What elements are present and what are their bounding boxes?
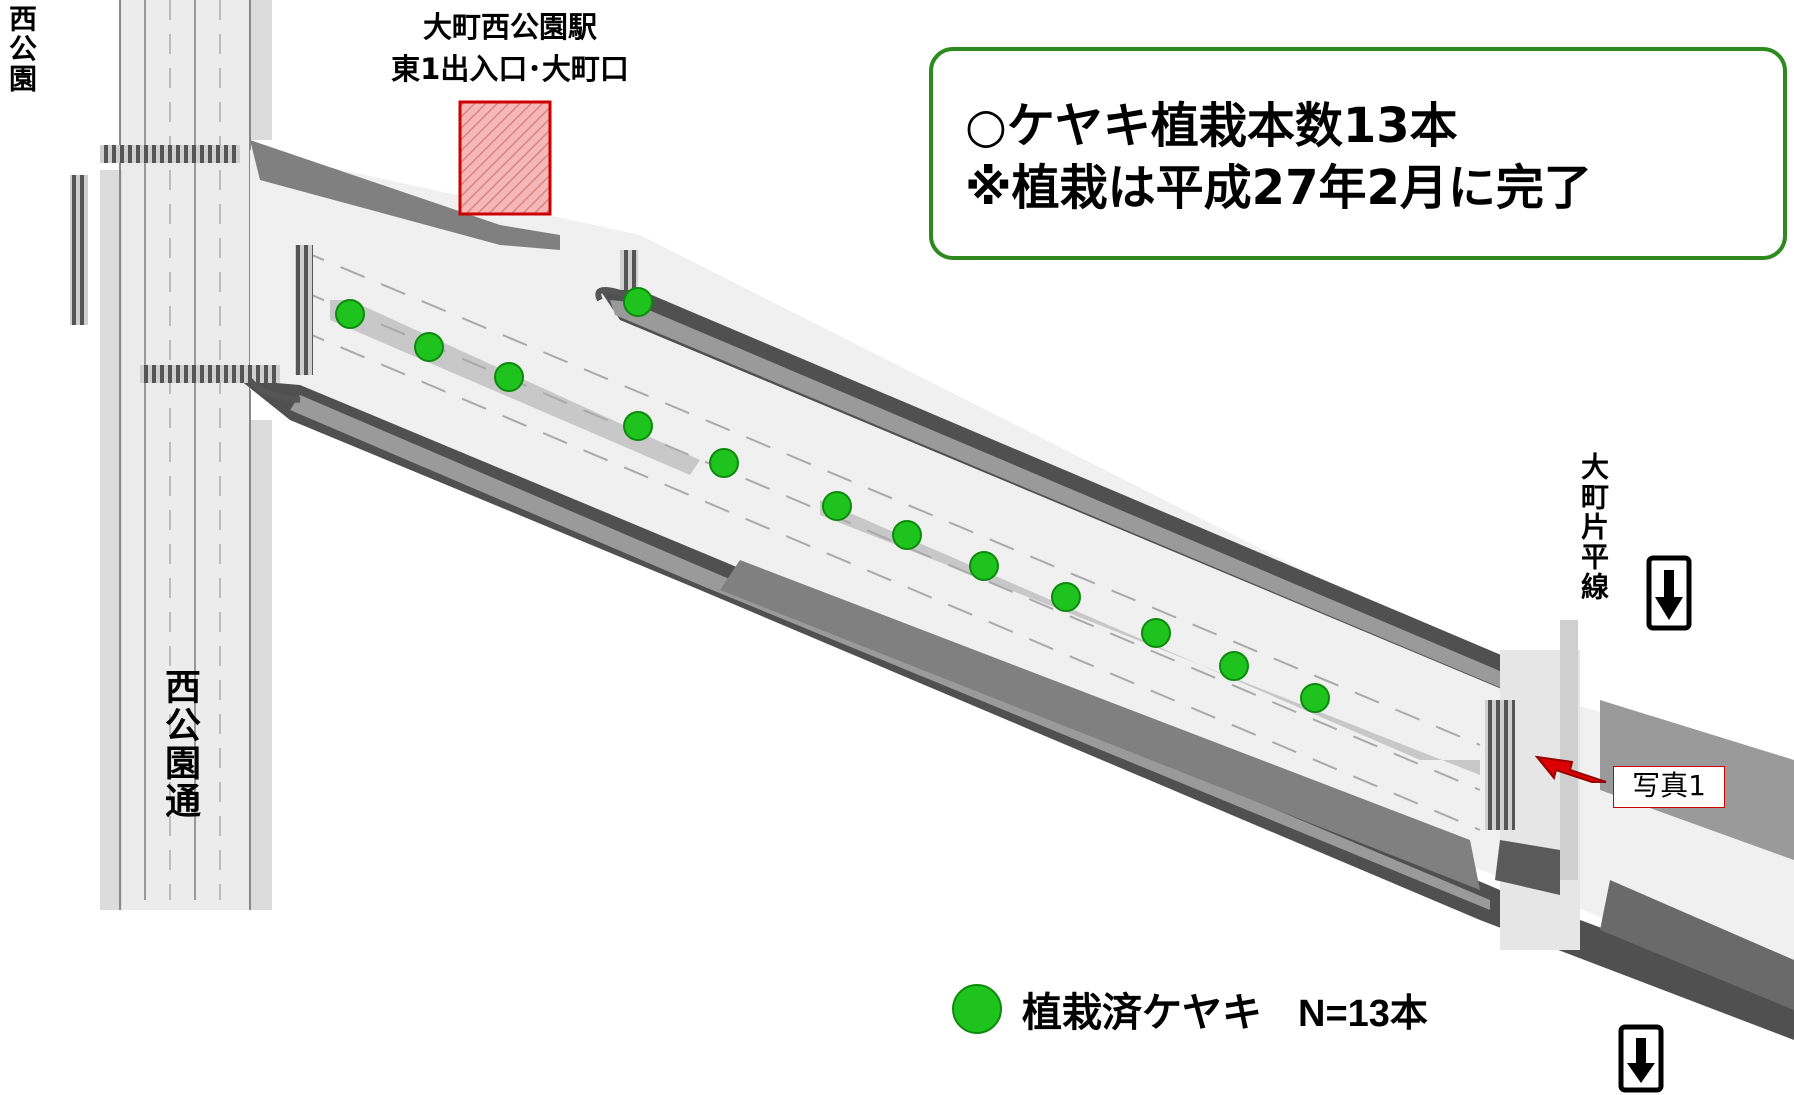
station-exit-label: 大町西公園駅 東1出入口･大町口 (345, 6, 675, 90)
legend-text: 植栽済ケヤキ (1022, 990, 1262, 1036)
legend: 植栽済ケヤキ N=13本 (952, 980, 1428, 1038)
keyaki-tree-marker (335, 299, 365, 329)
station-exit-marker (458, 100, 552, 216)
exit-name: 東1出入口･大町口 (391, 52, 629, 86)
katahira-line-label: 大町片平線 (1577, 452, 1610, 602)
intersection-crosswalks (70, 140, 642, 403)
keyaki-tree-marker (623, 287, 653, 317)
info-box: ○ケヤキ植栽本数13本 ※植栽は平成27年2月に完了 (929, 47, 1787, 260)
keyaki-tree-marker (1141, 618, 1171, 648)
keyaki-tree-marker (494, 362, 524, 392)
keyaki-tree-marker (1051, 582, 1081, 612)
keyaki-tree-marker (709, 448, 739, 478)
main-diagonal-road (240, 150, 1794, 1040)
legend-count: N=13本 (1298, 992, 1428, 1035)
down-arrow-icon-upper (1646, 555, 1692, 631)
down-arrow-icon-lower (1618, 1024, 1664, 1093)
keyaki-tree-marker (892, 520, 922, 550)
keyaki-tree-marker (1300, 683, 1330, 713)
tree-legend-icon (952, 984, 1002, 1034)
tree-markers (335, 287, 1330, 713)
info-line-2: ※植栽は平成27年2月に完了 (965, 160, 1592, 216)
nishikoen-dori-label: 西公園通 (159, 668, 200, 820)
keyaki-tree-marker (414, 332, 444, 362)
photo-1-label: 写真1 (1613, 766, 1725, 808)
photo-direction-arrow-icon (1534, 755, 1607, 783)
station-name: 大町西公園駅 (422, 10, 597, 44)
keyaki-tree-marker (623, 411, 653, 441)
keyaki-tree-marker (822, 491, 852, 521)
keyaki-tree-marker (1219, 651, 1249, 681)
nishikoen-label: 西公園 (5, 4, 38, 94)
keyaki-tree-marker (969, 551, 999, 581)
info-line-1: ○ケヤキ植栽本数13本 (965, 98, 1458, 154)
